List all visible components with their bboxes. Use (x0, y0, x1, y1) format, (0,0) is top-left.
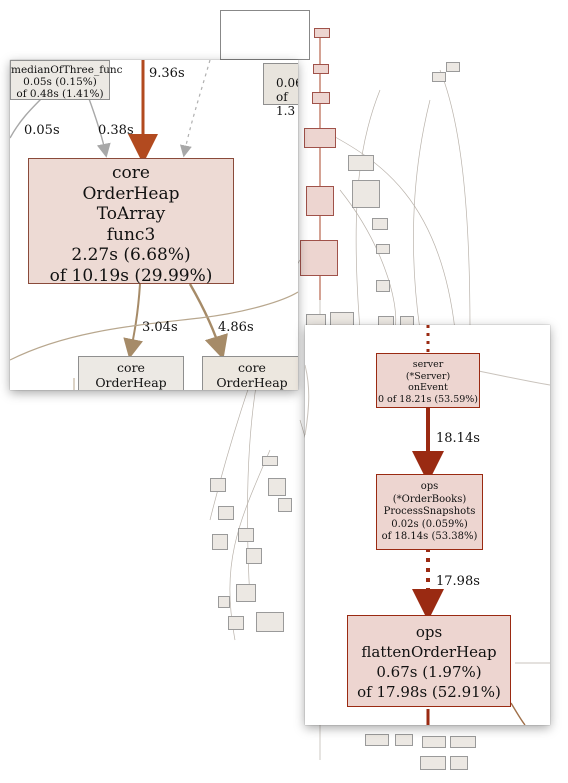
server-line-3: onEvent (408, 382, 448, 393)
overview-node (314, 28, 330, 38)
main-node-line-5: 2.27s (6.68%) (71, 245, 191, 265)
overview-node (348, 155, 374, 171)
edge-label-left-b: 0.38s (98, 123, 134, 138)
overview-node (228, 616, 244, 630)
edge-label-bottom-right: 4.86s (218, 320, 254, 335)
ops-line-2: (*OrderBooks) (392, 493, 467, 505)
overview-node (218, 506, 234, 520)
overview-node (218, 596, 230, 608)
overview-node (278, 498, 292, 512)
overview-node (450, 756, 468, 770)
overview-node (376, 244, 390, 254)
child-right-line-1: core (238, 360, 266, 375)
node-partial-line-2: of 1.3 (276, 90, 296, 118)
edge-label-top-main: 9.36s (149, 66, 185, 81)
node-child-left[interactable]: core OrderHeap (78, 356, 184, 390)
left-panel-edges (10, 60, 298, 390)
overview-node (313, 64, 329, 74)
overview-node (450, 736, 476, 748)
server-line-4: 0 of 18.21s (53.59%) (377, 393, 479, 405)
server-line-1: server (412, 359, 444, 370)
edge-label-18-14: 18.14s (436, 431, 480, 446)
main-node-line-3: ToArray (96, 204, 166, 224)
flatten-line-3: 0.67s (1.97%) (376, 663, 482, 681)
ops-line-5: of 18.14s (53.38%) (381, 531, 478, 542)
edge-label-left-a: 0.05s (24, 123, 60, 138)
child-left-line-2: OrderHeap (95, 375, 167, 390)
ops-line-4: 0.02s (0.059%) (391, 518, 468, 530)
node-median-of-three[interactable]: medianOfThree_func 0.05s (0.15%) of 0.48… (10, 60, 123, 100)
main-node-line-2: OrderHeap (82, 183, 180, 204)
ops-line-1: ops (420, 481, 439, 492)
overview-node (236, 584, 256, 602)
overview-node (212, 534, 228, 550)
node-ops-flattenorderheap[interactable]: ops flattenOrderHeap 0.67s (1.97%) of 17… (347, 615, 511, 707)
child-right-line-2: OrderHeap (216, 375, 288, 390)
overview-node (238, 528, 254, 542)
overview-node (352, 180, 380, 208)
edge-label-bottom-left: 3.04s (142, 320, 178, 335)
node-median-line-1: medianOfThree_func (11, 64, 123, 76)
node-partial-line-1: 0.06 (276, 76, 298, 90)
overview-node (268, 478, 286, 496)
overview-node (365, 734, 389, 746)
overview-node (432, 72, 446, 82)
node-server-onevent[interactable]: server (*Server) onEvent 0 of 18.21s (53… (376, 353, 480, 408)
overview-node (300, 240, 338, 276)
zoom-panel-right: server (*Server) onEvent 0 of 18.21s (53… (305, 325, 550, 725)
node-child-right[interactable]: core OrderHeap (202, 356, 298, 390)
overview-node (330, 312, 354, 326)
main-node-line-6: of 10.19s (29.99%) (49, 265, 213, 286)
ops-line-3: ProcessSnapshots (383, 506, 476, 517)
node-ops-processsnapshots[interactable]: ops (*OrderBooks) ProcessSnapshots 0.02s… (376, 474, 483, 550)
overview-node (256, 612, 284, 632)
flatten-line-4: of 17.98s (52.91%) (357, 683, 501, 701)
overview-node (446, 62, 460, 72)
flatten-line-1: ops (415, 623, 443, 641)
overview-node (420, 756, 446, 770)
overview-node (376, 280, 390, 292)
overview-node (306, 186, 334, 216)
zoom-panel-left: medianOfThree_func 0.05s (0.15%) of 0.48… (10, 60, 298, 390)
server-line-2: (*Server) (405, 370, 451, 382)
overview-node (422, 736, 446, 748)
overview-node (312, 92, 330, 104)
node-orderheap-toarray-func3[interactable]: core OrderHeap ToArray func3 2.27s (6.68… (28, 158, 234, 286)
main-node-line-4: func3 (106, 224, 156, 245)
flatten-line-2: flattenOrderHeap (361, 643, 497, 661)
child-left-line-1: core (117, 360, 145, 375)
node-median-line-3: of 0.48s (1.41%) (16, 88, 104, 100)
overview-node (372, 218, 388, 230)
node-median-line-2: 0.05s (0.15%) (23, 76, 97, 88)
edge-label-17-98: 17.98s (436, 574, 480, 589)
main-node-line-1: core (112, 163, 150, 183)
overview-node (246, 548, 262, 564)
overview-node (210, 478, 226, 492)
overview-node (262, 456, 278, 466)
overview-node (395, 734, 413, 746)
overview-legend-box (220, 10, 310, 60)
overview-node (304, 128, 336, 148)
node-partial-right[interactable]: 0.06 of 1.3 (263, 63, 298, 118)
